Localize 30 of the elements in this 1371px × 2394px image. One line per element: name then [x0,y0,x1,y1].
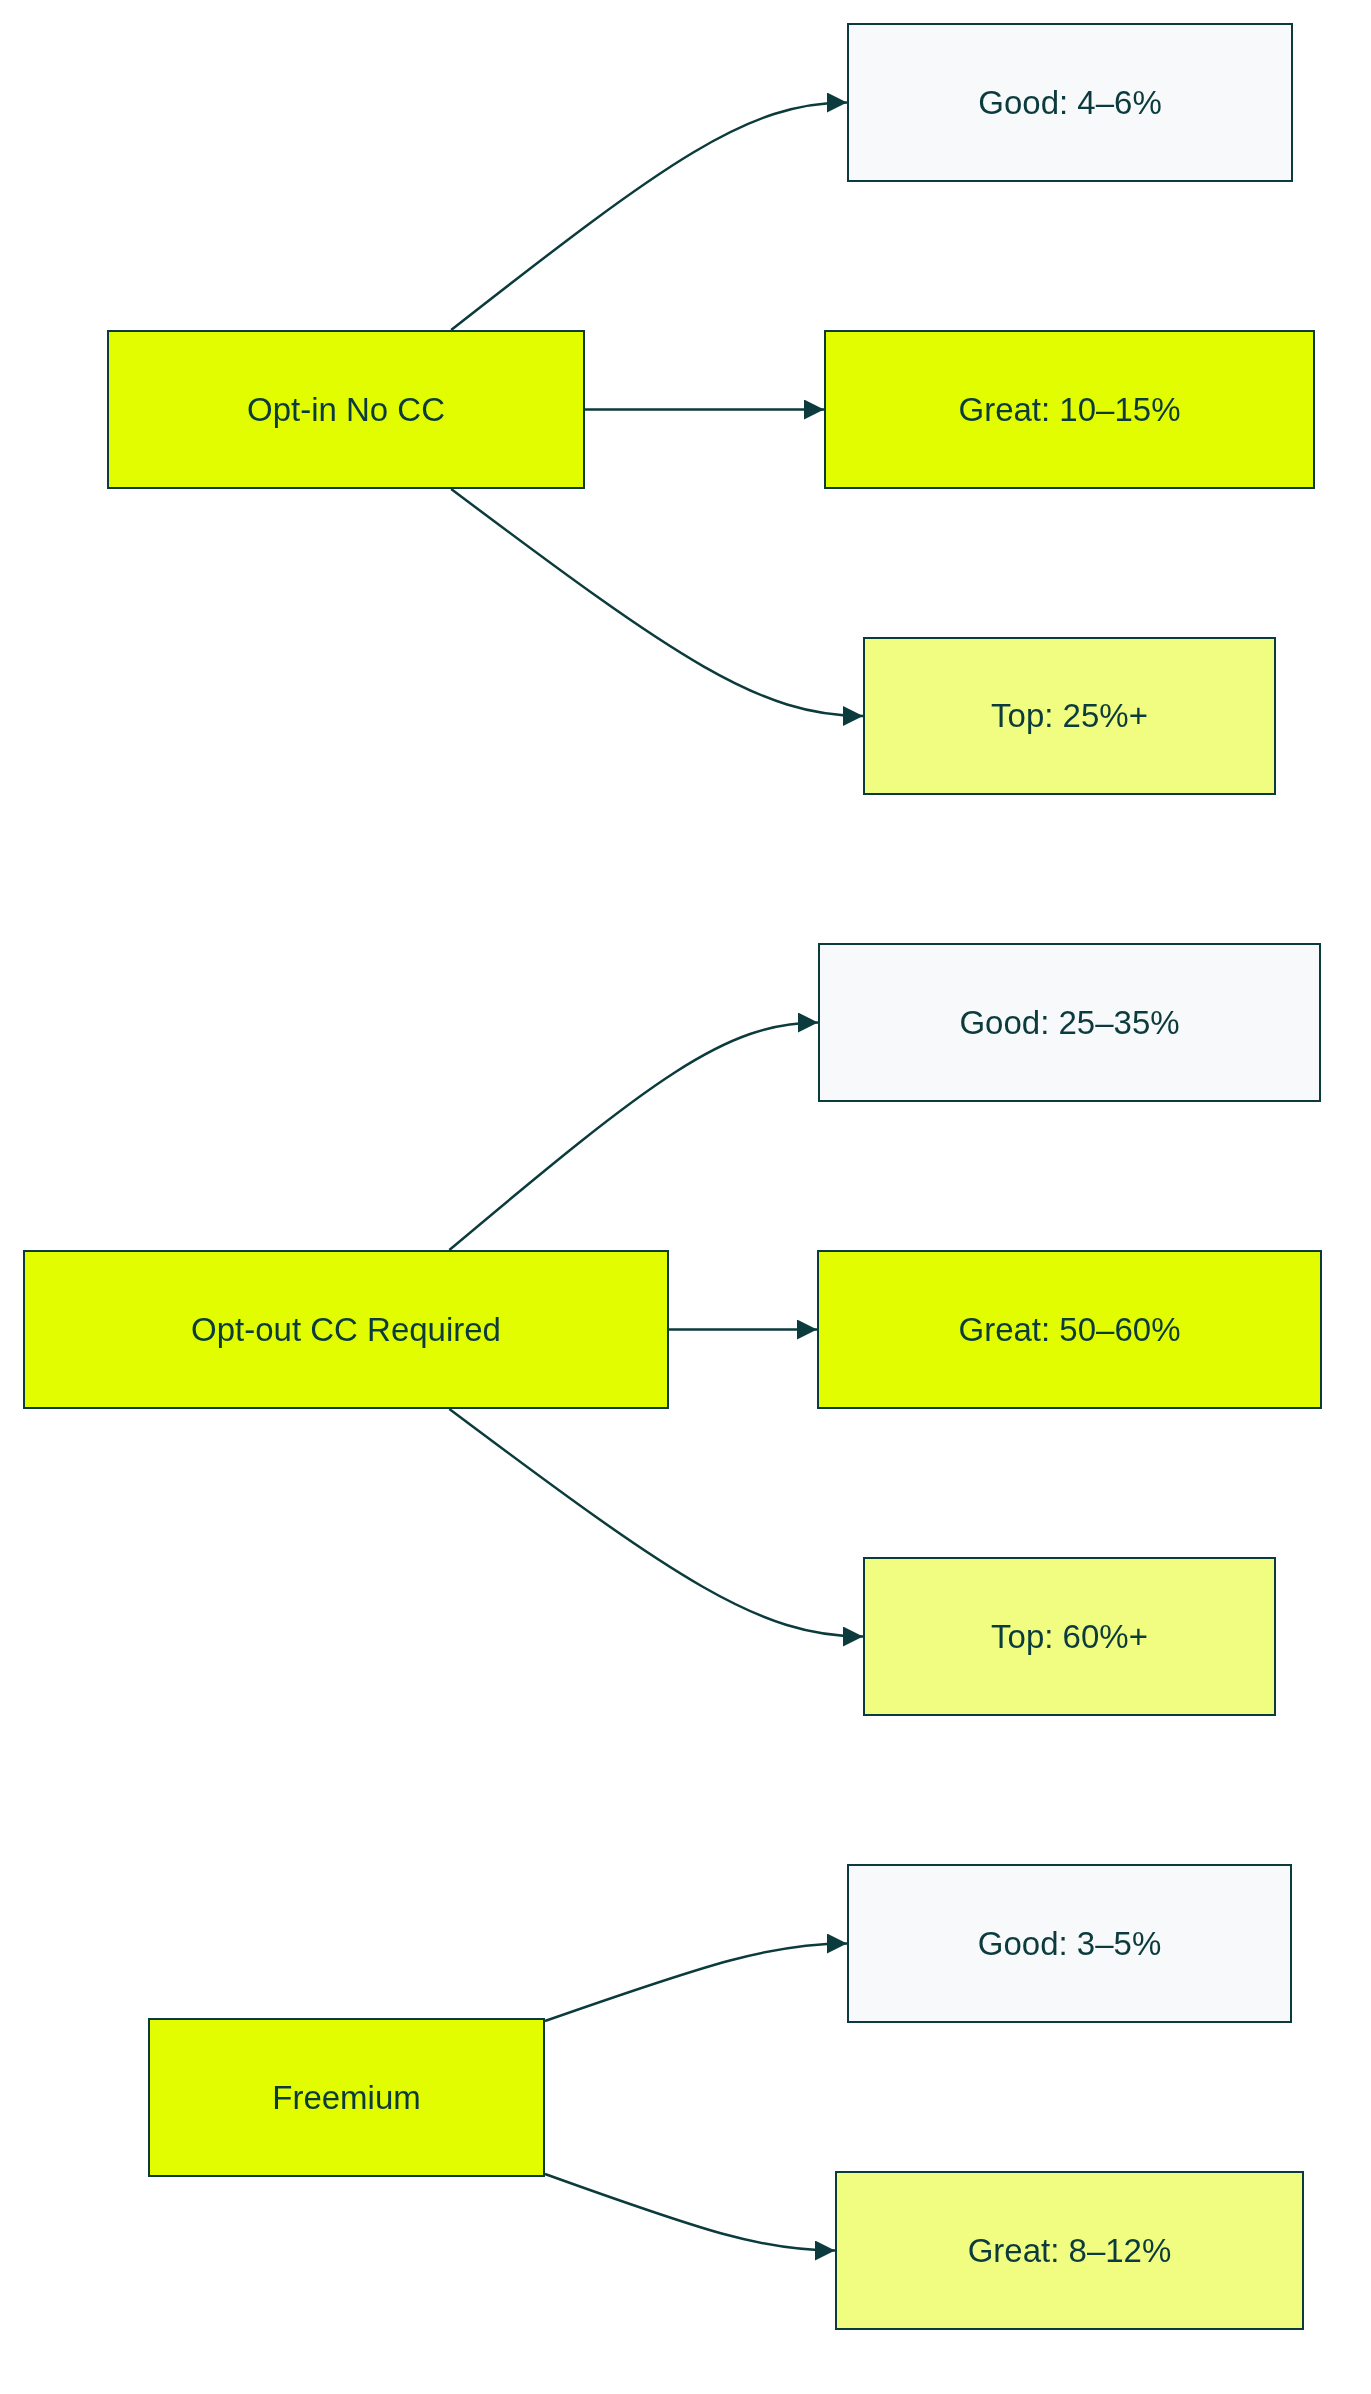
arrow [448,1408,864,1646]
arrow [450,93,848,331]
arrow [669,1319,817,1340]
process-box [818,943,1321,1102]
process-box [148,2018,545,2177]
node-label: Great: 10–15% [958,390,1181,429]
arrow [448,1013,819,1251]
node-label: Great: 50–60% [958,1310,1181,1349]
node-label: Opt-in No CC [246,390,446,429]
process-box [824,330,1315,489]
node-label: Top: 25%+ [991,697,1148,735]
process-box [847,1864,1292,2023]
process-box [863,1557,1276,1716]
process-box [23,1250,669,1409]
arrow [450,488,864,726]
node-label: Good: 25–35% [959,1003,1180,1042]
node-label: Opt-out CC Required [191,1310,501,1349]
arrow [544,1933,848,2023]
node-label: Top: 60%+ [991,1617,1148,1656]
process-box [835,2171,1304,2330]
node-label: Great: 8–12% [967,2231,1172,2270]
arrow [585,399,824,420]
node-label: Good: 3–5% [977,1924,1162,1963]
process-box [863,637,1276,795]
process-box [107,330,585,489]
process-box [817,1250,1322,1409]
node-label: Freemium [272,2078,421,2117]
node-label: Good: 4–6% [978,83,1162,122]
arrow [544,2172,836,2261]
process-box [847,23,1293,182]
